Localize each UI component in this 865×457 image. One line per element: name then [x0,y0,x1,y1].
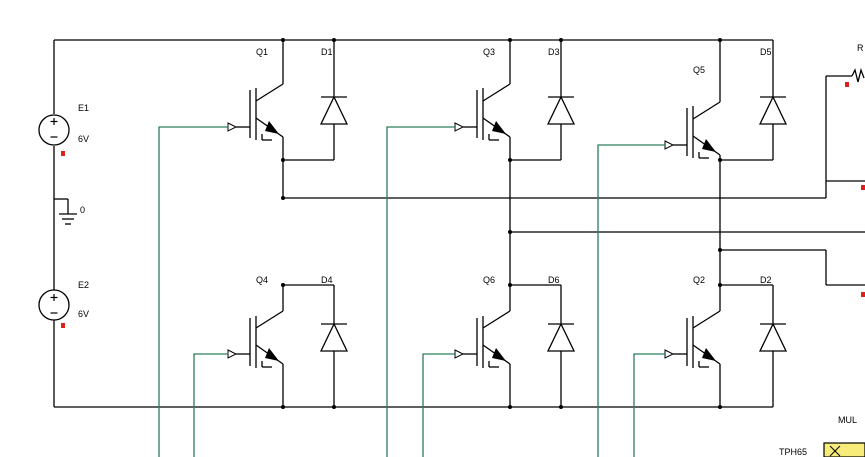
d6-label: D6 [548,275,560,285]
igbt-q1[interactable]: Q1 [227,40,284,198]
igbt-q6[interactable]: Q6 [454,275,511,407]
voltage-source-e2[interactable]: E2 6V [38,280,89,328]
probe-label: TPH65 [779,447,807,457]
terminal-marker [861,292,865,297]
d5-label: D5 [760,47,772,57]
igbt-q3[interactable]: Q3 [454,40,511,285]
resistor-label-partial: R [857,43,864,53]
q5-label: Q5 [693,65,705,75]
diode-d4[interactable]: D4 [283,275,349,407]
q2-label: Q2 [693,275,705,285]
mul-label-partial: MUL [838,415,857,425]
diode-d2[interactable]: D2 [720,275,788,407]
q6-label: Q6 [483,275,495,285]
phase-outputs: R [283,43,865,297]
source-e2-value: 6V [78,309,89,319]
q1-label: Q1 [256,47,268,57]
q4-label: Q4 [256,275,268,285]
gate-drive-wires [158,126,665,457]
diode-d6[interactable]: D6 [510,275,576,407]
terminal-marker [861,185,865,190]
d4-label: D4 [321,275,333,285]
d3-label: D3 [548,47,560,57]
terminal-marker [61,151,65,156]
terminal-marker [61,323,65,328]
igbt-q2[interactable]: Q2 [664,275,721,407]
junction-dots [281,38,722,409]
test-probe[interactable]: MUL TPH65 [779,415,865,457]
dc-bus [53,39,773,408]
source-e1-name: E1 [78,103,89,113]
terminal-marker [845,82,849,87]
igbt-q5[interactable]: Q5 [664,40,721,285]
ground-symbol: 0 [54,198,85,225]
igbt-q4[interactable]: Q4 [227,275,284,407]
diode-d1[interactable]: D1 [283,40,349,161]
diode-d3[interactable]: D3 [510,40,576,161]
d2-label: D2 [760,275,772,285]
source-e2-name: E2 [78,280,89,290]
d1-label: D1 [321,47,333,57]
diode-d5[interactable]: D5 [720,40,788,161]
ground-label: 0 [80,205,85,215]
voltage-source-e1[interactable]: E1 6V [38,103,89,156]
q3-label: Q3 [483,47,495,57]
source-e1-value: 6V [78,134,89,144]
